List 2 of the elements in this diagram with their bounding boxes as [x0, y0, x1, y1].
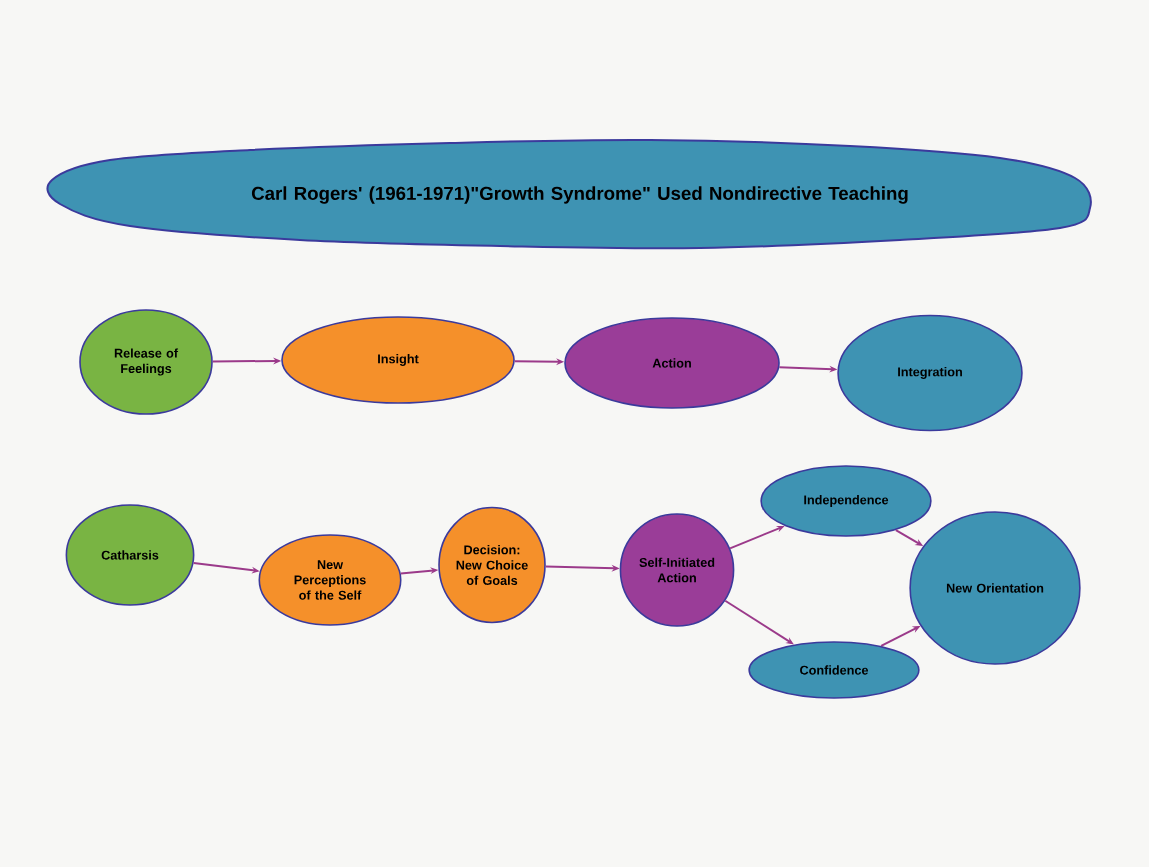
arrow [724, 599, 794, 645]
title-banner: Carl Rogers' (1961-1971)"Growth Syndrome" Used Nondirective Teaching [46, 138, 1092, 250]
